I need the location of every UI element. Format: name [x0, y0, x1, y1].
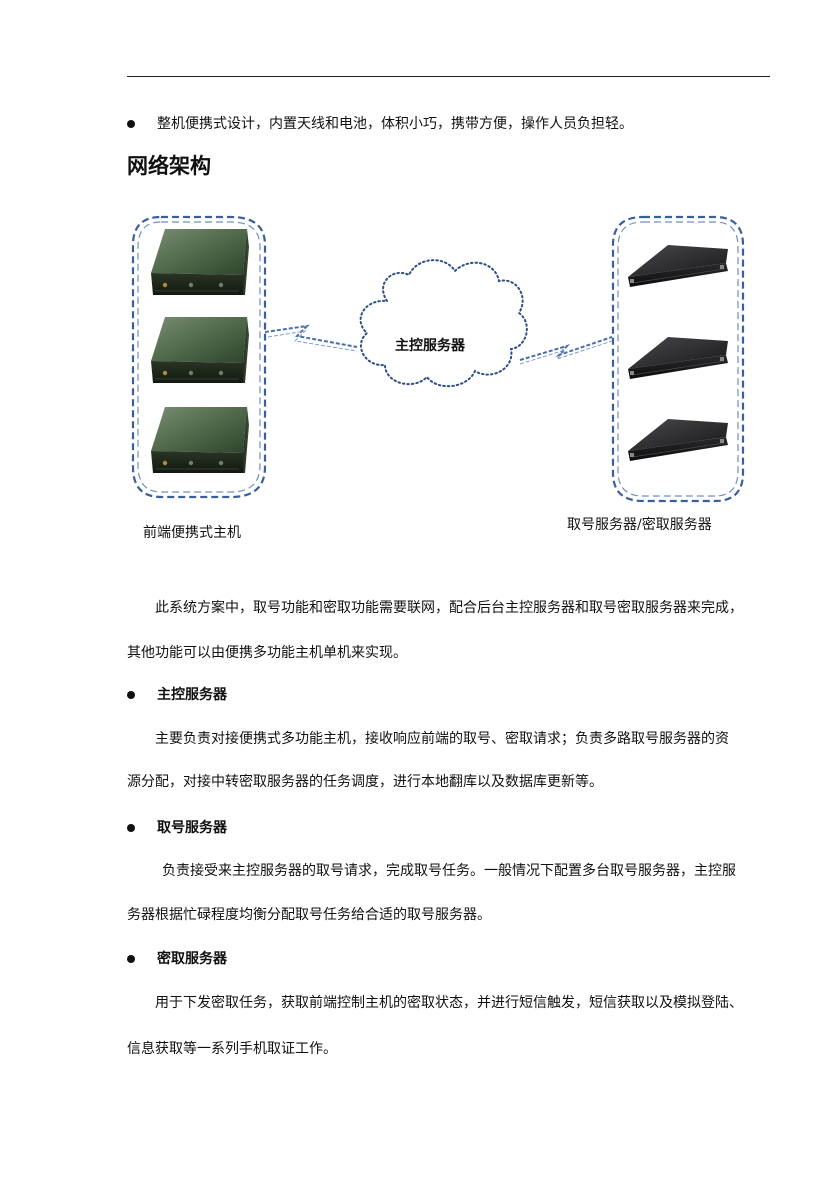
rack-server-icon — [628, 245, 728, 287]
bullet-title: 主控服务器 — [157, 687, 227, 703]
secret-server-line-1: 用于下发密取任务，获取前端控制主机的密取状态，并进行短信触发，短信获取以及模拟登… — [155, 995, 743, 1011]
portable-host-device-icon — [151, 229, 249, 295]
bullet-text: 整机便携式设计，内置天线和电池，体积小巧，携带方便，操作人员负担轻。 — [157, 116, 633, 132]
header-rule — [127, 76, 770, 77]
intro-line-2: 其他功能可以由便携多功能主机单机来实现。 — [127, 645, 407, 661]
bullet-dot-icon — [127, 120, 135, 128]
server-caption: 取号服务器/密取服务器 — [567, 517, 712, 533]
number-server-line-1: 负责接受来主控服务器的取号请求，完成取号任务。一般情况下配置多台取号服务器，主控… — [162, 863, 736, 879]
portable-host-device-icon — [151, 407, 249, 473]
network-link-left-icon — [264, 324, 358, 352]
section-title: 网络架构 — [127, 154, 211, 178]
cloud-icon — [359, 259, 528, 388]
network-link-right-icon — [519, 336, 613, 365]
rack-server-icon — [628, 419, 728, 461]
server-group-border — [611, 215, 745, 503]
frontend-group-border — [131, 215, 267, 499]
bullet-dot-icon — [127, 691, 135, 699]
cloud-label: 主控服务器 — [395, 338, 465, 354]
bullet-title: 密取服务器 — [157, 951, 227, 967]
secret-server-line-2: 信息获取等一系列手机取证工作。 — [127, 1041, 337, 1057]
number-server-line-2: 务器根据忙碌程度均衡分配取号任务给合适的取号服务器。 — [127, 907, 491, 923]
rack-server-icon — [628, 337, 728, 379]
master-server-line-2: 源分配，对接中转密取服务器的任务调度，进行本地翻库以及数据库更新等。 — [127, 774, 603, 790]
frontend-caption: 前端便携式主机 — [143, 525, 241, 541]
master-server-line-1: 主要负责对接便携式多功能主机，接收响应前端的取号、密取请求；负责多路取号服务器的… — [155, 731, 729, 747]
diagram-graphic — [131, 215, 745, 503]
network-architecture-diagram: 主控服务器 前端便携式主机 取号服务器/密取服务器 — [125, 205, 750, 555]
portable-host-device-icon — [151, 317, 249, 383]
intro-line-1: 此系统方案中，取号功能和密取功能需要联网，配合后台主控服务器和取号密取服务器来完… — [155, 600, 743, 616]
bullet-dot-icon — [127, 955, 135, 963]
bullet-title: 取号服务器 — [157, 820, 227, 836]
bullet-dot-icon — [127, 824, 135, 832]
